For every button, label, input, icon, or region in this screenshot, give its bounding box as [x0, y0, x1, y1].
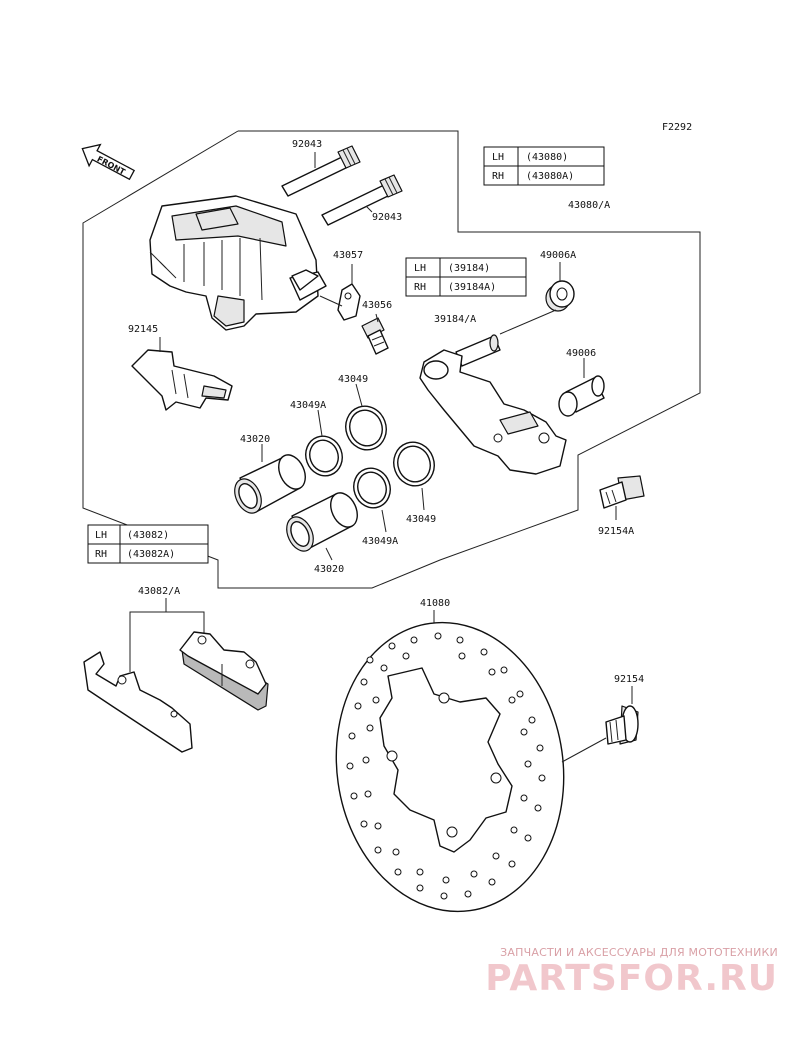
- table-lh-part: (43082): [127, 530, 169, 541]
- figure-code: F2292: [662, 122, 692, 133]
- part-label-43082A: 43082/A: [138, 586, 180, 597]
- table-rh-part: (43080A): [526, 171, 574, 182]
- pads-variant-table: LH (43082) RH (43082A): [87, 524, 209, 564]
- brake-disc-41080: [335, 621, 565, 913]
- part-label-43020: 43020: [314, 564, 344, 575]
- table-lh-side: LH: [414, 263, 426, 274]
- brake-pad-left: [83, 651, 193, 753]
- part-label-92043: 92043: [292, 139, 322, 150]
- piston-43020-lower: [286, 492, 358, 552]
- brake-pad-right: [179, 631, 269, 711]
- disc-vent-holes: [346, 632, 546, 900]
- holder-variant-table: LH (39184) RH (39184A): [405, 257, 527, 297]
- watermark-tagline: ЗАПЧАСТИ И АКСЕССУАРЫ ДЛЯ МОТОТЕХНИКИ: [500, 946, 778, 959]
- caliper-variant-table: LH (43080) RH (43080A): [483, 146, 605, 186]
- part-label-43049A: 43049A: [362, 536, 398, 547]
- table-lh-side: LH: [95, 530, 107, 541]
- front-arrow-icon: FRONT: [81, 143, 136, 181]
- part-label-92154A: 92154A: [598, 526, 634, 537]
- table-lh-part: (43080): [526, 152, 568, 163]
- part-label-92145: 92145: [128, 324, 158, 335]
- part-label-49006A: 49006A: [540, 250, 576, 261]
- seal-43049-upper: [345, 405, 387, 451]
- table-rh-part: (43082A): [127, 549, 175, 560]
- table-lh-side: LH: [492, 152, 504, 163]
- seal-43049A-lower: [353, 467, 391, 509]
- bleeder-cap-43057: [337, 283, 361, 321]
- part-label-43056: 43056: [362, 300, 392, 311]
- table-lh-part: (39184): [448, 263, 490, 274]
- part-label-39184A: 39184/A: [434, 314, 476, 325]
- bleeder-valve-43056: [361, 317, 389, 355]
- bolt-92154A: [599, 475, 645, 509]
- part-label-49006: 49006: [566, 348, 596, 359]
- table-rh-side: RH: [414, 282, 426, 293]
- caliper-holder-39184A: [419, 334, 567, 475]
- table-rh-part: (39184A): [448, 282, 496, 293]
- part-label-43049A: 43049A: [290, 400, 326, 411]
- seal-43049-lower: [393, 441, 435, 487]
- sleeve-49006: [558, 375, 605, 417]
- part-label-43020: 43020: [240, 434, 270, 445]
- part-label-43080A: 43080/A: [568, 200, 610, 211]
- part-label-43057: 43057: [333, 250, 363, 261]
- piston-43020-upper: [234, 454, 306, 514]
- caliper-body: [149, 195, 327, 331]
- part-label-43049: 43049: [338, 374, 368, 385]
- part-label-92043: 92043: [372, 212, 402, 223]
- caliper-assembly-outline: [82, 130, 701, 589]
- pin-92043-upper: [281, 145, 361, 197]
- part-label-43049: 43049: [406, 514, 436, 525]
- bolt-92154: [605, 705, 639, 745]
- table-rh-side: RH: [492, 171, 504, 182]
- pad-spring-92145: [131, 349, 233, 411]
- pin-92043-lower: [321, 174, 403, 226]
- part-label-41080: 41080: [420, 598, 450, 609]
- part-label-92154: 92154: [614, 674, 644, 685]
- watermark: ЗАПЧАСТИ И АКСЕССУАРЫ ДЛЯ МОТОТЕХНИКИ PA…: [478, 946, 778, 999]
- boot-49006A: [545, 280, 575, 312]
- table-rh-side: RH: [95, 549, 107, 560]
- watermark-brand: PARTSFOR.RU: [485, 958, 778, 999]
- seal-43049A-upper: [305, 435, 343, 477]
